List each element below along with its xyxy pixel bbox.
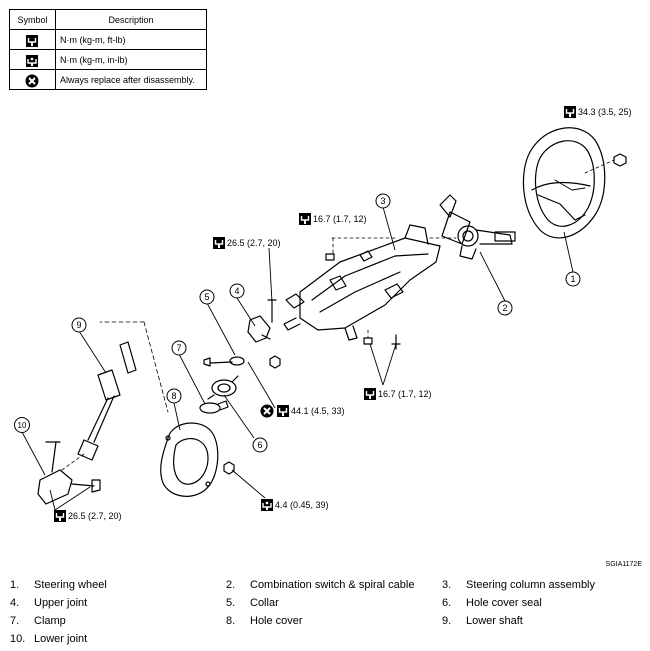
list-item: 9.Lower shaft — [442, 615, 523, 627]
torque-in-lb-icon — [260, 498, 274, 512]
clamp — [199, 400, 229, 414]
callout-2-label: 2 — [502, 303, 507, 313]
callout-9-label: 9 — [76, 320, 81, 330]
callout-4-label: 4 — [234, 286, 239, 296]
callout-1-label: 1 — [570, 274, 575, 284]
always-replace-icon — [259, 403, 275, 419]
callout-5-label: 5 — [204, 292, 209, 302]
list-item: 4.Upper joint — [10, 597, 88, 609]
torque-ft-lb-icon — [298, 212, 312, 226]
hole-cover-seal — [207, 375, 239, 400]
list-item: 10.Lower joint — [10, 633, 88, 645]
list-item: 3.Steering column assembly — [442, 579, 596, 591]
list-item: 7.Clamp — [10, 615, 66, 627]
legend-header-description: Description — [55, 9, 207, 30]
torque-hole-cover-nut: 4.4 (0.45, 39) — [275, 500, 329, 510]
legend-symbol-cell — [9, 69, 56, 90]
callout-7 — [171, 340, 187, 356]
collar — [229, 356, 245, 366]
torque-ft-lb-icon — [212, 236, 226, 250]
combination-switch — [439, 194, 516, 260]
callout-3 — [375, 193, 391, 209]
torque-ft-lb-icon — [563, 105, 577, 119]
torque-ft-lb-icon — [276, 404, 290, 418]
legend-symbol-cell — [9, 49, 56, 70]
callout-10-label: 10 — [18, 421, 27, 430]
callout-8-label: 8 — [171, 391, 176, 401]
callout-7-label: 7 — [176, 343, 181, 353]
steering-column — [283, 224, 441, 341]
torque-ft-lb-icon — [363, 387, 377, 401]
parts-list: 1.Steering wheel 2.Combination switch & … — [10, 576, 640, 648]
torque-lower-joint: 26.5 (2.7, 20) — [68, 511, 122, 521]
callout-6-label: 6 — [257, 440, 262, 450]
torque-column-lower: 16.7 (1.7, 12) — [378, 389, 432, 399]
callout-4 — [229, 283, 245, 299]
hole-cover — [160, 422, 219, 497]
callout-1 — [565, 271, 581, 287]
lower-joint — [37, 441, 101, 505]
list-item: 6.Hole cover seal — [442, 597, 542, 609]
callout-8 — [166, 388, 182, 404]
list-item: 8.Hole cover — [226, 615, 303, 627]
list-item: 1.Steering wheel — [10, 579, 107, 591]
legend-row-ft-lb: N·m (kg-m, ft-lb) — [55, 29, 207, 50]
legend-row-in-lb: N·m (kg-m, in-lb) — [55, 49, 207, 70]
torque-ft-lb-icon — [53, 509, 67, 523]
torque-column-upper: 16.7 (1.7, 12) — [313, 214, 367, 224]
callout-2 — [497, 300, 513, 316]
legend-header-symbol: Symbol — [9, 9, 56, 30]
wheel-nut — [613, 153, 627, 167]
torque-collar-nut: 44.1 (4.5, 33) — [291, 406, 345, 416]
lower-shaft — [77, 341, 137, 461]
callout-10 — [14, 417, 30, 433]
callout-9 — [71, 317, 87, 333]
steering-wheel — [522, 127, 606, 239]
symbol-legend: Symbol Description N·m (kg-m, ft-lb) N·m… — [9, 9, 207, 90]
list-item: 5.Collar — [226, 597, 279, 609]
torque-wheel-nut: 34.3 (3.5, 25) — [578, 107, 632, 117]
callout-5 — [199, 289, 215, 305]
callout-6 — [252, 437, 268, 453]
list-item: 2.Combination switch & spiral cable — [226, 579, 415, 591]
callout-3-label: 3 — [380, 196, 385, 206]
legend-symbol-cell — [9, 29, 56, 50]
figure-id: SGIA1172E — [605, 561, 642, 568]
legend-row-replace: Always replace after disassembly. — [55, 69, 207, 90]
torque-upper-joint: 26.5 (2.7, 20) — [227, 238, 281, 248]
